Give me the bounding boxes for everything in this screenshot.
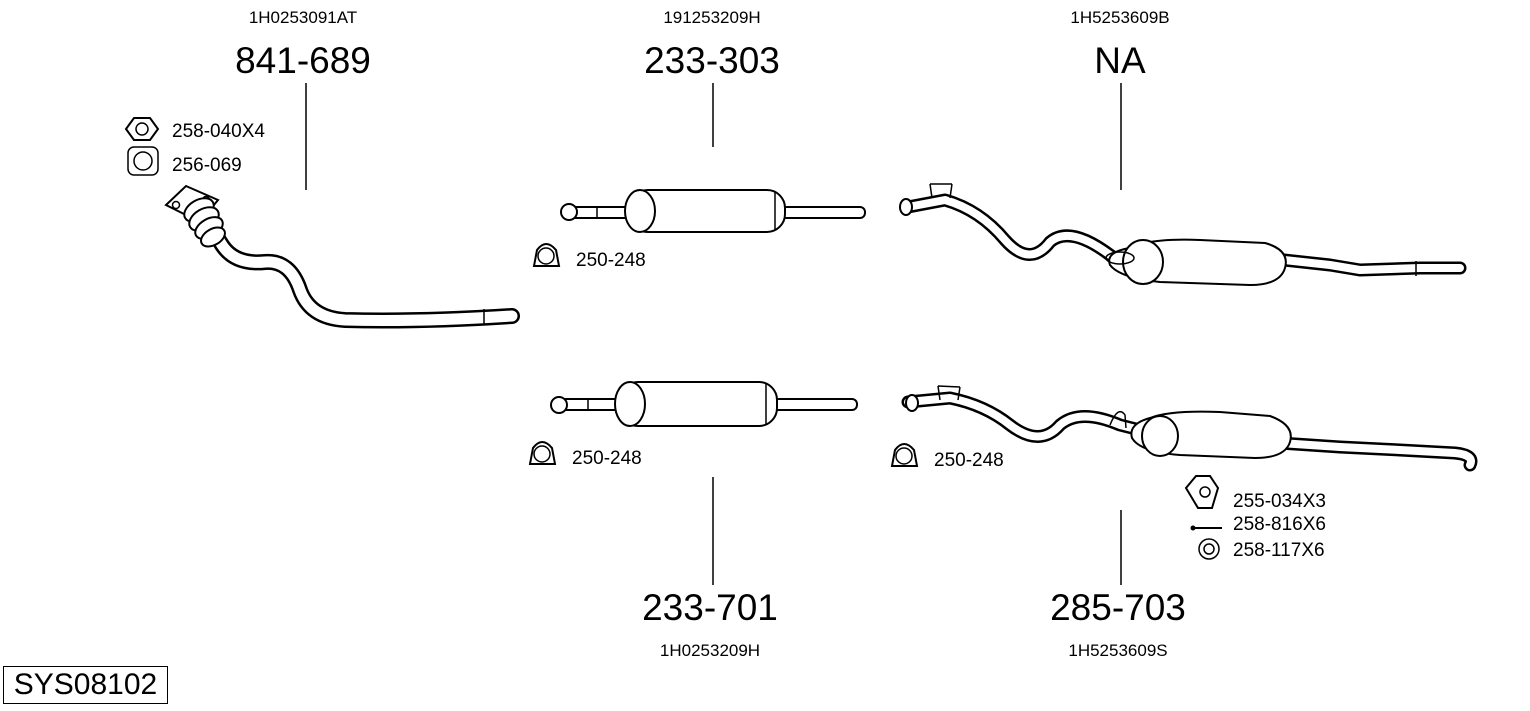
center-silencer-bottom-drawing (550, 381, 858, 427)
accessory-hanger: 255-034X3 (1184, 475, 1326, 512)
gasket-icon (127, 146, 159, 176)
washer-label: 258-117X6 (1233, 540, 1325, 561)
part-number-center-silencer-bottom: 233-701 (642, 587, 778, 628)
bolt-label: 258-816X6 (1233, 514, 1326, 535)
component-center-silencer-top: 191253209H 233-303 (560, 8, 866, 233)
clamp-label-top: 250-248 (576, 250, 646, 271)
clamp-label-right: 250-248 (934, 450, 1004, 471)
hanger-label: 255-034X3 (1233, 491, 1326, 512)
clamp-label-middle: 250-248 (572, 448, 642, 469)
center-silencer-top-drawing (560, 189, 866, 233)
oem-number-center-silencer-top: 191253209H (663, 8, 760, 27)
gasket-label: 256-069 (172, 155, 242, 176)
flex-joint-drawing (183, 197, 226, 248)
part-number-rear-silencer-bottom: 285-703 (1050, 587, 1186, 628)
oem-number-rear-silencer-top: 1H5253609B (1070, 8, 1169, 27)
oem-number-front-pipe: 1H0253091AT (249, 8, 357, 27)
oem-number-center-silencer-bottom: 1H0253209H (660, 641, 760, 660)
accessory-clamp-right: 250-248 (890, 443, 1004, 471)
part-number-rear-silencer-top: NA (1094, 40, 1146, 81)
oem-number-rear-silencer-bottom: 1H5253609S (1068, 641, 1167, 660)
hanger-icon (1184, 475, 1220, 509)
component-center-silencer-bottom: 233-701 1H0253209H (550, 381, 858, 660)
accessory-nut: 258-040X4 (124, 117, 265, 142)
nut-icon (124, 117, 160, 141)
accessory-clamp-middle: 250-248 (528, 441, 642, 469)
accessory-clamp-top: 250-248 (532, 243, 646, 271)
accessory-gasket: 256-069 (127, 146, 242, 176)
nut-label: 258-040X4 (172, 121, 265, 142)
part-number-front-pipe: 841-689 (235, 40, 371, 81)
system-code: SYS08102 (3, 666, 168, 704)
component-front-pipe: 1H0253091AT 841-689 (164, 8, 520, 329)
washer-icon (1198, 538, 1220, 560)
rear-silencer-bottom-drawing (901, 385, 1478, 472)
accessory-bolt: 258-816X6 (1190, 514, 1326, 535)
component-rear-silencer-bottom: 285-703 1H5253609S (901, 385, 1478, 660)
component-rear-silencer-top: 1H5253609B NA (899, 8, 1467, 287)
rear-silencer-top-drawing (899, 183, 1467, 287)
accessory-washer: 258-117X6 (1198, 538, 1325, 561)
part-number-center-silencer-top: 233-303 (644, 40, 780, 81)
